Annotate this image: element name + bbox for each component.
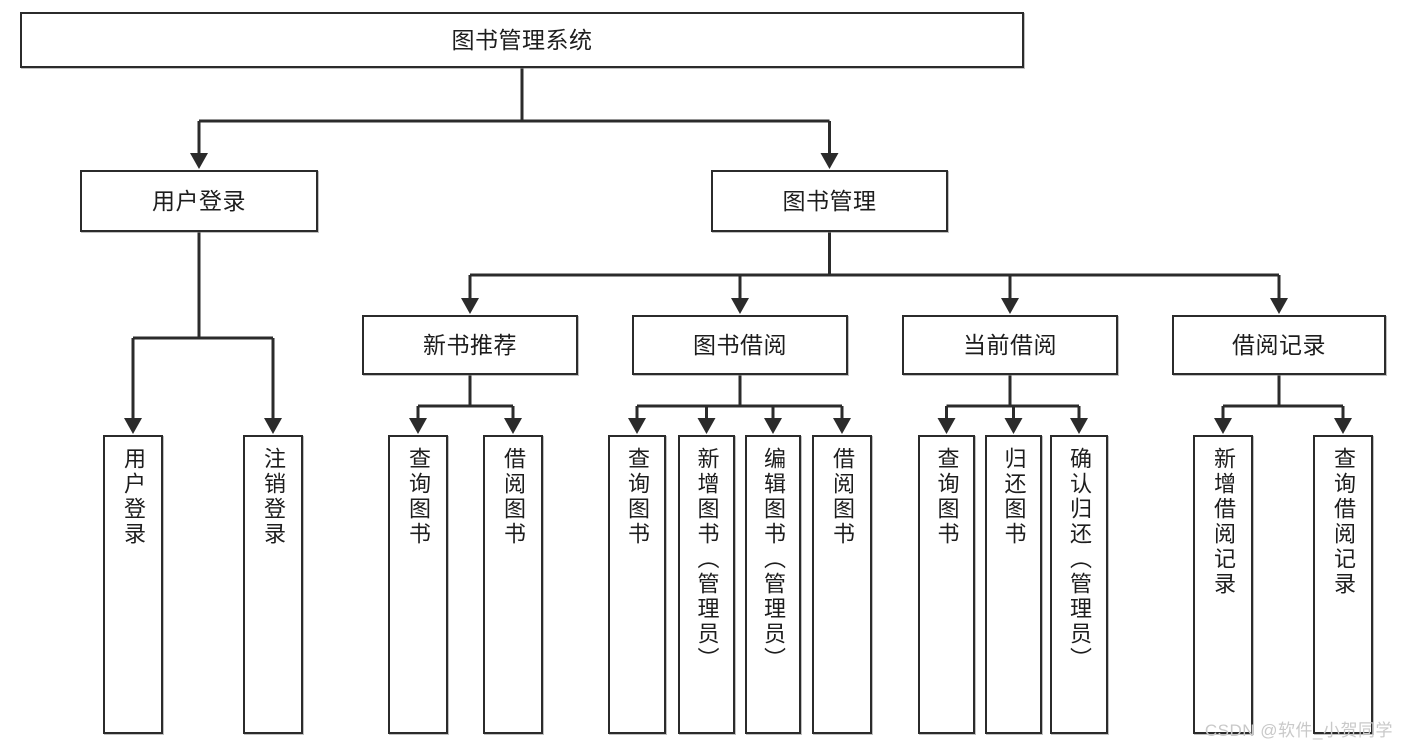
node-box-l4_3[interactable]: 借阅图书 (483, 435, 543, 734)
node-box-l3_1[interactable]: 图书借阅 (632, 315, 848, 375)
node-label-l4_9: 归还图书 (1001, 447, 1027, 547)
node-box-l4_10[interactable]: 确认归还（管理员） (1050, 435, 1108, 734)
node-label-l4_3: 借阅图书 (501, 447, 526, 547)
node-label-l4_10: 确认归还（管理员） (1067, 447, 1092, 672)
node-label-l4_7: 借阅图书 (830, 447, 855, 547)
node-label-l4_8: 查询图书 (934, 447, 960, 547)
node-label-l4_2: 查询图书 (406, 447, 431, 547)
node-box-l2_1[interactable]: 图书管理 (711, 170, 948, 232)
node-label-l4_5: 新增图书（管理员） (694, 447, 720, 672)
watermark-text: CSDN @软件_小贺同学 (1204, 721, 1393, 740)
node-box-l4_0[interactable]: 用户登录 (103, 435, 163, 734)
node-box-l3_3[interactable]: 借阅记录 (1172, 315, 1386, 375)
node-label-l3_3: 借阅记录 (1232, 331, 1326, 358)
node-label-l3_1: 图书借阅 (693, 331, 787, 358)
node-box-l4_8[interactable]: 查询图书 (918, 435, 975, 734)
node-box-l4_9[interactable]: 归还图书 (985, 435, 1042, 734)
node-label-l4_1: 注销登录 (261, 447, 286, 547)
node-label-l4_6: 编辑图书（管理员） (761, 447, 786, 672)
node-label-l2_0: 用户登录 (152, 187, 246, 214)
node-box-l4_4[interactable]: 查询图书 (608, 435, 666, 734)
node-box-l4_6[interactable]: 编辑图书（管理员） (745, 435, 801, 734)
node-box-l4_12[interactable]: 查询借阅记录 (1313, 435, 1373, 734)
node-box-root[interactable]: 图书管理系统 (20, 12, 1024, 68)
node-label-l3_2: 当前借阅 (963, 331, 1057, 358)
node-box-l4_1[interactable]: 注销登录 (243, 435, 303, 734)
node-label-l3_0: 新书推荐 (423, 331, 517, 358)
node-label-l4_12: 查询借阅记录 (1331, 447, 1356, 597)
node-box-l3_2[interactable]: 当前借阅 (902, 315, 1118, 375)
node-label-l4_4: 查询图书 (625, 447, 650, 547)
node-label-l4_0: 用户登录 (121, 447, 146, 547)
node-label-l4_11: 新增借阅记录 (1211, 447, 1236, 597)
node-label-l2_1: 图书管理 (782, 187, 877, 214)
node-box-l4_11[interactable]: 新增借阅记录 (1193, 435, 1253, 734)
node-box-l3_0[interactable]: 新书推荐 (362, 315, 578, 375)
node-label-root: 图书管理系统 (451, 26, 593, 53)
node-box-l4_7[interactable]: 借阅图书 (812, 435, 872, 734)
node-box-l4_2[interactable]: 查询图书 (388, 435, 448, 734)
node-box-l2_0[interactable]: 用户登录 (80, 170, 318, 232)
node-box-l4_5[interactable]: 新增图书（管理员） (678, 435, 735, 734)
